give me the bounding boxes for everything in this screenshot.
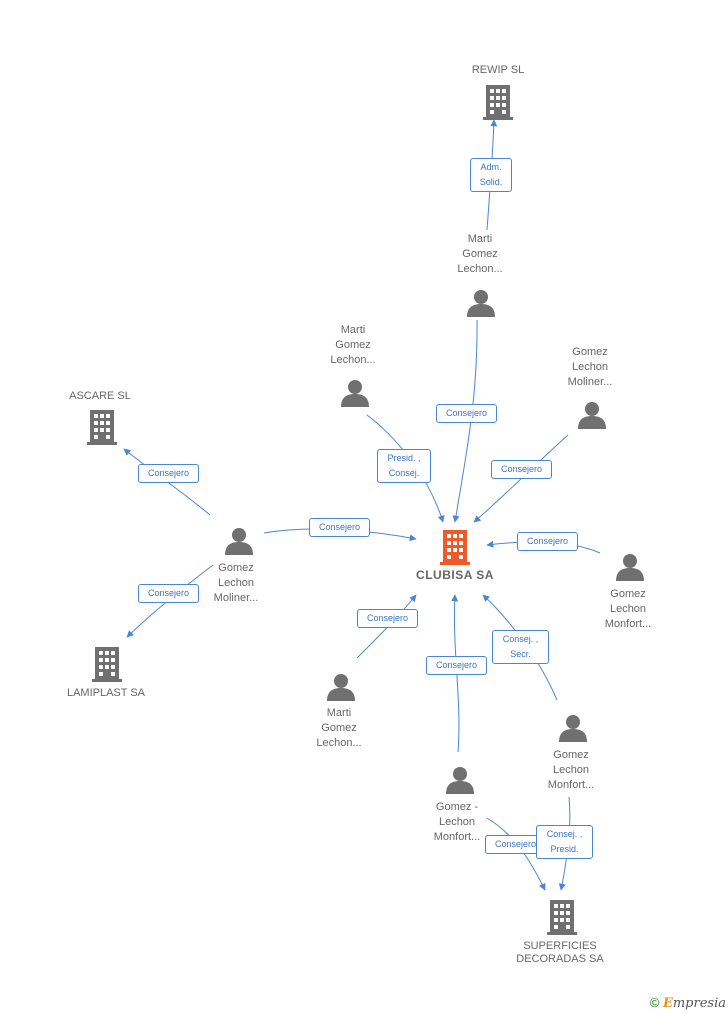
edge-label-consejero[interactable]: Consejero xyxy=(309,518,370,537)
edge-label-consejero[interactable]: Consejero xyxy=(138,464,199,483)
person-label-moliner-left[interactable]: Gomez Lechon Moliner... xyxy=(213,562,259,604)
person-label-moliner-right[interactable]: Gomez Lechon Moliner... xyxy=(567,346,613,388)
edge-label-consejero[interactable]: Consejero xyxy=(138,584,199,603)
edge-label-adm-solid[interactable]: Adm. Solid. xyxy=(470,158,512,192)
edge-label-consejero[interactable]: Consejero xyxy=(357,609,418,628)
person-label-monfort-right[interactable]: Gomez Lechon Monfort... xyxy=(604,588,652,630)
person-label-monfort-lower[interactable]: Gomez Lechon Monfort... xyxy=(547,749,595,791)
person-icon xyxy=(616,554,644,581)
edge-marti-top-clubisa xyxy=(452,319,478,523)
edge-label-consej-presid[interactable]: Consej. , Presid. xyxy=(536,825,593,859)
edge-label-consejero[interactable]: Consejero xyxy=(491,460,552,479)
person-label-marti-mid[interactable]: Marti Gomez Lechon... xyxy=(330,324,376,366)
building-icon xyxy=(483,85,513,120)
building-icon xyxy=(87,410,117,445)
brand-footer: © Empresia xyxy=(650,995,726,1011)
edge-label-consejero[interactable]: Consejero xyxy=(517,532,578,551)
edge-moliner-right-clubisa xyxy=(473,434,569,523)
company-label-lamiplast[interactable]: LAMIPLAST SA xyxy=(66,687,146,699)
company-label-ascare[interactable]: ASCARE SL xyxy=(69,390,131,402)
edge-label-consejero[interactable]: Consejero xyxy=(436,404,497,423)
building-icon xyxy=(547,900,577,935)
company-label-clubisa[interactable]: CLUBISA SA xyxy=(416,568,494,582)
brand-logo-initial: E xyxy=(662,996,673,1011)
person-label-marti-top[interactable]: Marti Gomez Lechon... xyxy=(457,233,503,275)
edge-label-consejero[interactable]: Consejero xyxy=(485,835,546,854)
person-icon xyxy=(559,715,587,742)
building-icon xyxy=(92,647,122,682)
person-icon xyxy=(446,767,474,794)
company-label-superficies[interactable]: SUPERFICIES DECORADAS SA xyxy=(516,940,604,965)
building-icon xyxy=(440,530,470,565)
copyright-icon: © xyxy=(649,995,660,1010)
edge-label-consej-secr[interactable]: Consej. , Secr. xyxy=(492,630,549,664)
person-icon xyxy=(341,380,369,407)
person-icon xyxy=(467,290,495,317)
person-icon xyxy=(225,528,253,555)
person-label-dash-monfort[interactable]: Gomez - Lechon Monfort... xyxy=(433,801,481,843)
person-label-marti-bottom[interactable]: Marti Gomez Lechon... xyxy=(316,707,362,749)
person-icon xyxy=(578,402,606,429)
brand-logo-text: mpresia xyxy=(672,996,726,1011)
edge-label-consejero[interactable]: Consejero xyxy=(426,656,487,675)
edge-label-presid-consej[interactable]: Presid. , Consej. xyxy=(377,449,431,483)
person-icon xyxy=(327,674,355,701)
company-label-rewip[interactable]: REWIP SL xyxy=(471,64,525,76)
